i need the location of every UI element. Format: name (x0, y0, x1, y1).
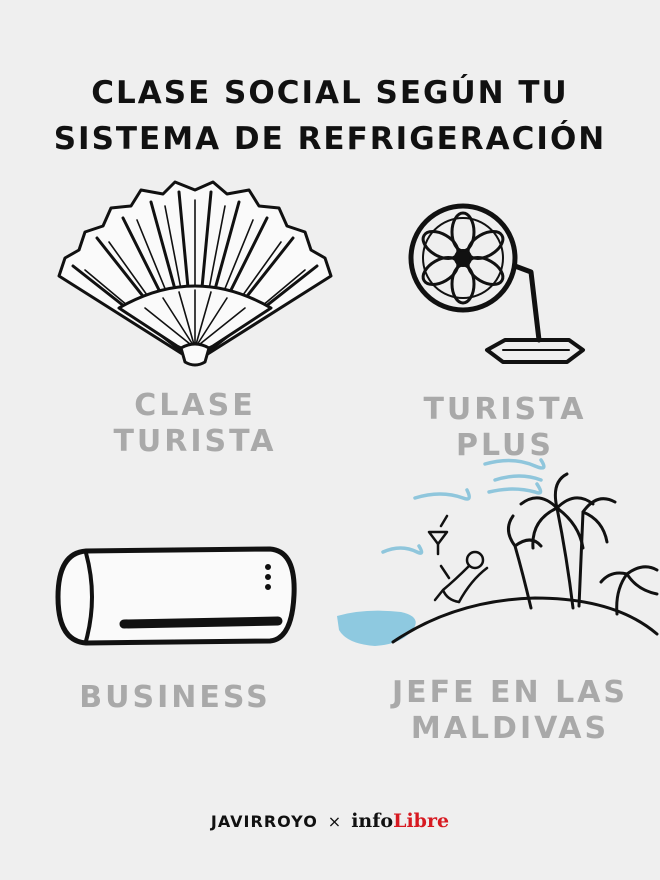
caption-line: TURISTA PLUS (423, 392, 587, 463)
credits-footer: JAVIRROYO × infoLibre (0, 810, 660, 832)
air-conditioner-icon (55, 546, 297, 646)
separator: × (327, 812, 342, 831)
caption-clase-turista: CLASE TURISTA (75, 388, 315, 460)
island-beach-icon (337, 458, 659, 646)
hand-fan-icon (57, 180, 333, 367)
desk-fan-icon (408, 203, 585, 364)
brand-part-libre: Libre (393, 810, 450, 832)
author-name: JAVIRROYO (210, 812, 318, 831)
caption-jefe-en-las-maldivas: JEFE EN LAS MALDIVAS (375, 675, 645, 747)
caption-business: BUSINESS (55, 680, 295, 716)
page-title: CLASE SOCIAL SEGÚN TU SISTEMA DE REFRIGE… (0, 70, 660, 162)
brand-part-info: info (351, 810, 394, 832)
caption-line: CLASE (134, 388, 256, 423)
caption-line: BUSINESS (79, 680, 271, 715)
caption-turista-plus: TURISTA PLUS (370, 392, 640, 464)
brand-logo: infoLibre (351, 810, 449, 832)
title-line-2: SISTEMA DE REFRIGERACIÓN (53, 121, 607, 157)
caption-line: JEFE EN LAS (391, 675, 629, 710)
title-line-1: CLASE SOCIAL SEGÚN TU (91, 75, 569, 111)
caption-line: MALDIVAS (410, 711, 610, 746)
caption-line: TURISTA (113, 424, 277, 459)
